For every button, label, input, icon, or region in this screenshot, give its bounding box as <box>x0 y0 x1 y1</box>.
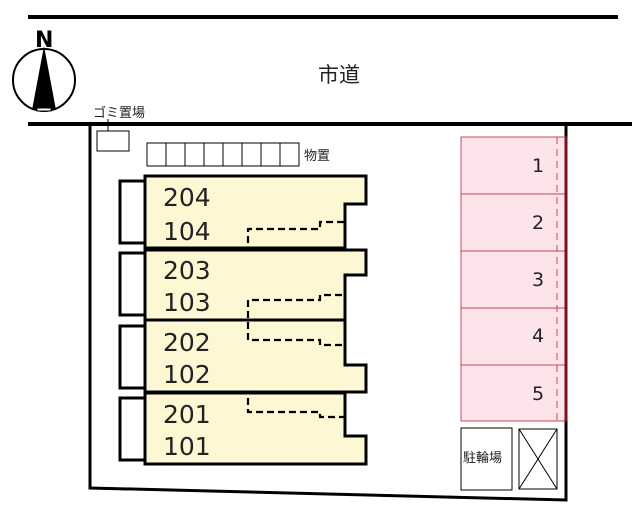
parking-space-3 <box>460 250 567 309</box>
bicycle-parking-label: 駐輪場 <box>463 450 502 466</box>
north-compass-icon: N <box>12 28 76 112</box>
parking-space-5 <box>460 364 567 422</box>
compass-label: N <box>35 28 53 53</box>
balcony <box>118 396 147 462</box>
parking-number: 4 <box>532 325 544 347</box>
unit-204-104 <box>143 174 368 250</box>
parking-space-4 <box>460 307 567 366</box>
unit-number: 204 <box>163 183 211 212</box>
unit-201-101 <box>143 391 368 466</box>
garbage-area <box>96 130 130 152</box>
unit-number: 102 <box>163 360 211 389</box>
parking-number: 2 <box>532 212 544 234</box>
unit-number: 203 <box>163 256 211 285</box>
unit-number: 101 <box>163 432 211 461</box>
parking-space-2 <box>460 193 567 252</box>
bicycle-parking <box>460 427 513 491</box>
dashed-line <box>246 398 345 419</box>
parking-area: 1 2 3 4 5 <box>460 136 568 422</box>
unit-number: 202 <box>163 328 211 357</box>
unit-number: 104 <box>163 217 211 246</box>
dashed-line <box>246 220 345 243</box>
dashed-line <box>246 322 345 347</box>
storage-label: 物置 <box>304 149 330 164</box>
empty-box-x-icon <box>518 428 558 490</box>
road-label: 市道 <box>318 63 360 87</box>
balcony <box>118 179 147 245</box>
storage-units <box>146 142 300 167</box>
parking-space-1 <box>460 136 567 195</box>
garbage-label: ゴミ置場 <box>93 105 145 121</box>
unit-number: 201 <box>163 400 211 429</box>
parking-number: 5 <box>532 383 544 405</box>
parking-number: 3 <box>532 269 544 291</box>
balcony <box>118 324 147 390</box>
balcony <box>118 251 147 317</box>
dashed-line <box>246 293 345 318</box>
parking-number: 1 <box>532 155 544 177</box>
unit-number: 103 <box>163 288 211 317</box>
